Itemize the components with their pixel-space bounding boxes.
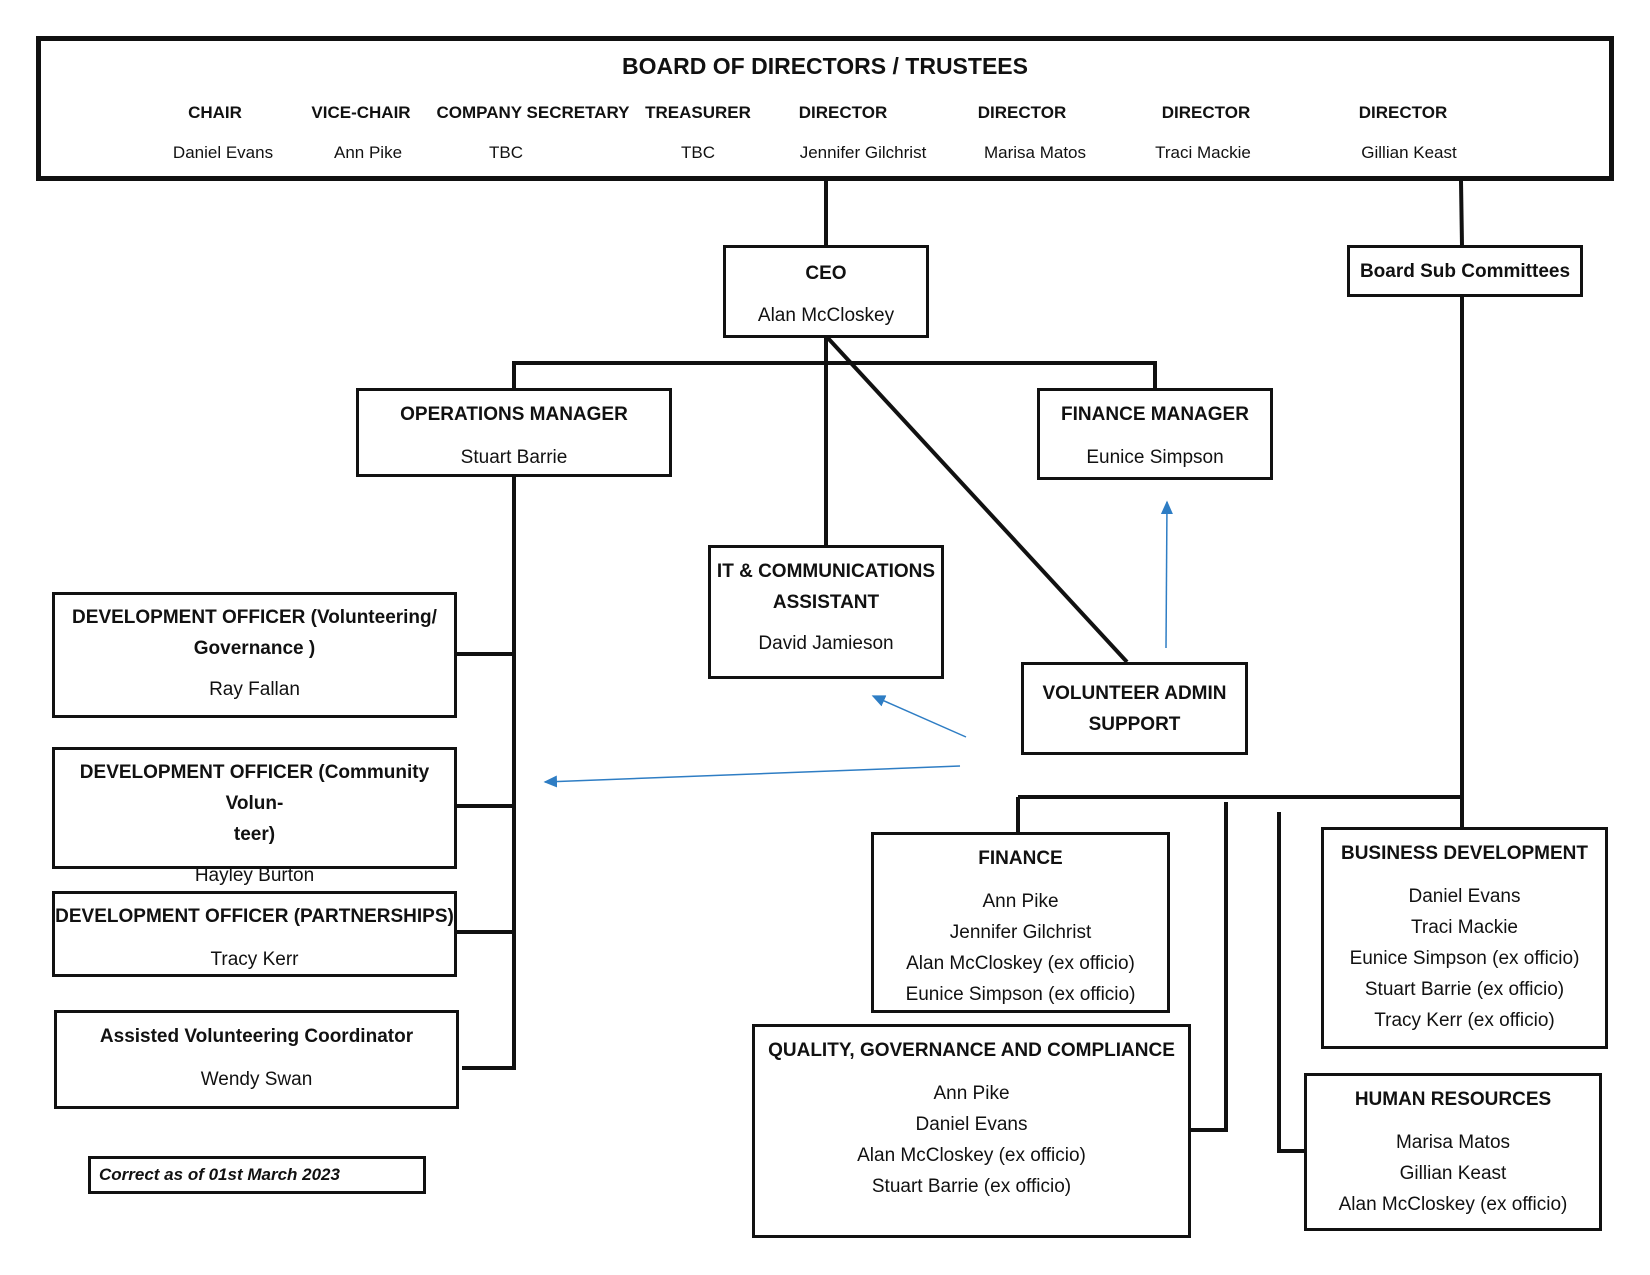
- board-name-chair: Daniel Evans: [172, 143, 274, 162]
- board-name-director-2: Marisa Matos: [983, 143, 1087, 162]
- board-role-chair: CHAIR: [188, 103, 242, 122]
- business-development-member: Daniel Evans: [1408, 886, 1521, 907]
- operations-manager-box: OPERATIONS MANAGER Stuart Barrie: [356, 388, 672, 477]
- arrow-to-finance-manager: [1160, 500, 1173, 649]
- quality-committee-member: Alan McCloskey (ex officio): [857, 1145, 1086, 1166]
- dev-officer-2-title-line2: teer): [233, 824, 276, 845]
- ceo-box: CEO Alan McCloskey: [723, 245, 929, 338]
- assisted-coordinator-box: Assisted Volunteering Coordinator Wendy …: [54, 1010, 459, 1109]
- correct-as-of-note: Correct as of 01st March 2023: [88, 1156, 426, 1194]
- board-name-company-secretary: TBC: [489, 143, 523, 162]
- board-role-company-secretary: COMPANY SECRETARY: [436, 103, 630, 122]
- dev-officer-3-name: Tracy Kerr: [210, 949, 299, 970]
- hr-committee-line: [1277, 812, 1304, 1153]
- human-resources-member: Gillian Keast: [1399, 1163, 1507, 1184]
- human-resources-member: Alan McCloskey (ex officio): [1338, 1194, 1568, 1215]
- quality-committee-member: Daniel Evans: [915, 1114, 1028, 1135]
- board-subcommittee-line: [1459, 180, 1464, 247]
- volunteer-admin-title-line2: SUPPORT: [1088, 713, 1181, 735]
- quality-committee-box: QUALITY, GOVERNANCE AND COMPLIANCE Ann P…: [752, 1024, 1191, 1238]
- sub-committees-title: Board Sub Committees: [1359, 260, 1571, 282]
- volunteer-admin-title-line1: VOLUNTEER ADMIN: [1042, 682, 1227, 704]
- dev-officer-3-title: DEVELOPMENT OFFICER (PARTNERSHIPS): [55, 906, 454, 927]
- dev-officer-1-name: Ray Fallan: [209, 679, 300, 700]
- board-name-director-4: Gillian Keast: [1361, 143, 1457, 162]
- board-name-treasurer: TBC: [681, 143, 715, 162]
- finance-manager-name: Eunice Simpson: [1086, 447, 1224, 468]
- quality-committee-member: Ann Pike: [933, 1083, 1010, 1104]
- ceo-name: Alan McCloskey: [757, 305, 895, 326]
- business-development-member: Traci Mackie: [1411, 917, 1518, 938]
- quality-committee-line: [1188, 802, 1228, 1132]
- business-development-member: Tracy Kerr (ex officio): [1374, 1010, 1555, 1031]
- board-name-director-1: Jennifer Gilchrist: [799, 143, 927, 162]
- finance-committee-title: FINANCE: [978, 848, 1063, 869]
- ceo-branch-line: [512, 361, 1157, 388]
- human-resources-box: HUMAN RESOURCES Marisa Matos Gillian Kea…: [1304, 1073, 1602, 1231]
- finance-committee-member: Ann Pike: [982, 891, 1059, 912]
- human-resources-title: HUMAN RESOURCES: [1354, 1089, 1552, 1110]
- finance-manager-title: FINANCE MANAGER: [1061, 404, 1249, 425]
- sub-committees-box: Board Sub Committees: [1347, 245, 1583, 297]
- it-assistant-title-line2: ASSISTANT: [772, 592, 880, 613]
- finance-committee-member: Jennifer Gilchrist: [949, 922, 1092, 943]
- it-assistant-box: IT & COMMUNICATIONS ASSISTANT David Jami…: [708, 545, 944, 679]
- business-development-box: BUSINESS DEVELOPMENT Daniel Evans Traci …: [1321, 827, 1608, 1049]
- operations-manager-name: Stuart Barrie: [460, 447, 568, 468]
- operations-manager-title: OPERATIONS MANAGER: [400, 404, 628, 425]
- dev-officer-community-box: DEVELOPMENT OFFICER (Community Volun- te…: [52, 747, 457, 886]
- finance-committee-member: Eunice Simpson (ex officio): [905, 984, 1136, 1005]
- board-role-vice-chair: VICE-CHAIR: [311, 103, 411, 122]
- volunteer-admin-box: VOLUNTEER ADMIN SUPPORT: [1021, 662, 1248, 755]
- quality-committee-title: QUALITY, GOVERNANCE AND COMPLIANCE: [768, 1040, 1175, 1061]
- finance-manager-box: FINANCE MANAGER Eunice Simpson: [1037, 388, 1273, 480]
- board-role-director-4: DIRECTOR: [1358, 103, 1448, 122]
- board-name-director-3: Traci Mackie: [1155, 143, 1251, 162]
- board-role-director-3: DIRECTOR: [1161, 103, 1251, 122]
- board-role-director-2: DIRECTOR: [977, 103, 1067, 122]
- board-role-director-1: DIRECTOR: [798, 103, 888, 122]
- dev-officer-partnerships-box: DEVELOPMENT OFFICER (PARTNERSHIPS) Tracy…: [52, 891, 457, 977]
- it-assistant-name: David Jamieson: [758, 633, 894, 654]
- assisted-coordinator-title: Assisted Volunteering Coordinator: [99, 1026, 414, 1047]
- ops-spine-line: [462, 474, 516, 1070]
- board-title: BOARD OF DIRECTORS / TRUSTEES: [622, 53, 1028, 79]
- quality-committee-member: Stuart Barrie (ex officio): [871, 1176, 1072, 1197]
- business-development-title: BUSINESS DEVELOPMENT: [1340, 843, 1589, 864]
- dev-officer-2-title-line1: DEVELOPMENT OFFICER (Community Volun-: [79, 762, 430, 814]
- board-role-treasurer: TREASURER: [645, 103, 751, 122]
- business-development-member: Eunice Simpson (ex officio): [1349, 948, 1580, 969]
- it-assistant-title-line1: IT & COMMUNICATIONS: [716, 561, 936, 582]
- board-of-directors: BOARD OF DIRECTORS / TRUSTEES CHAIR Dani…: [36, 36, 1614, 181]
- arrow-to-it-assistant: [871, 695, 967, 738]
- dev-officer-1-title-line2: Governance ): [193, 638, 316, 659]
- arrow-to-dev-officer: [543, 765, 961, 788]
- board-name-vice-chair: Ann Pike: [333, 143, 403, 162]
- ceo-volunteer-line: [824, 334, 1129, 664]
- dev-officer-2-name: Hayley Burton: [194, 865, 315, 886]
- finance-committee-box: FINANCE Ann Pike Jennifer Gilchrist Alan…: [871, 832, 1170, 1013]
- dev-officer-volunteering-box: DEVELOPMENT OFFICER (Volunteering/ Gover…: [52, 592, 457, 718]
- finance-committee-member: Alan McCloskey (ex officio): [906, 953, 1135, 974]
- dev-officer-1-title-line1: DEVELOPMENT OFFICER (Volunteering/: [72, 607, 437, 628]
- ceo-title: CEO: [805, 263, 847, 284]
- assisted-coordinator-name: Wendy Swan: [200, 1069, 313, 1090]
- human-resources-member: Marisa Matos: [1395, 1132, 1511, 1153]
- business-development-member: Stuart Barrie (ex officio): [1364, 979, 1565, 1000]
